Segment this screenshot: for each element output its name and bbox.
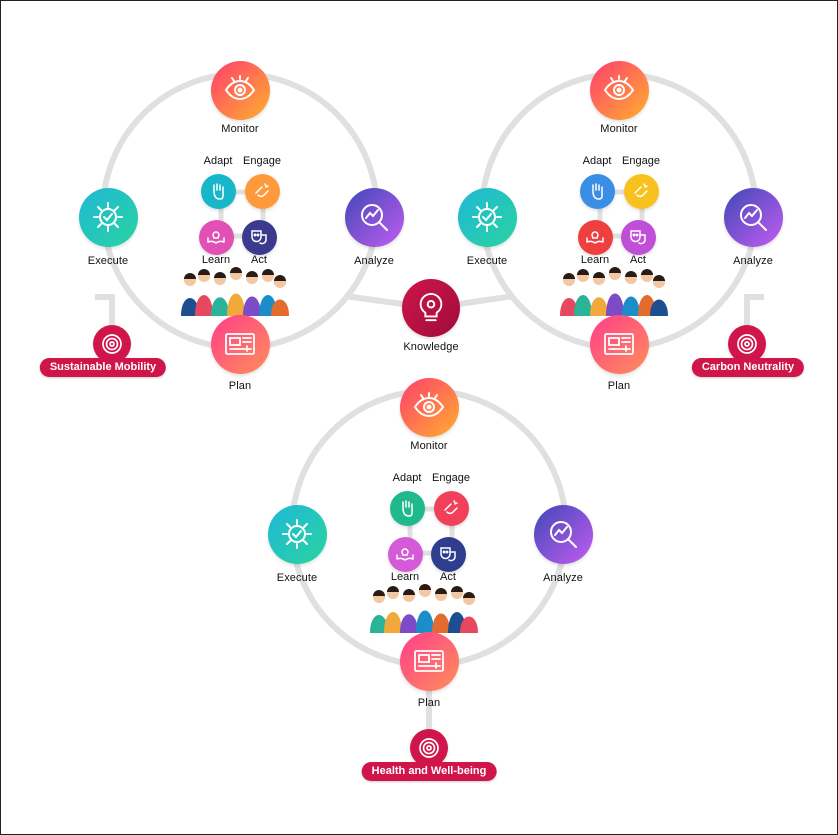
small-label-learn: Learn	[580, 254, 610, 266]
team-crowd-illustration	[181, 267, 289, 316]
gear-check-icon	[470, 200, 504, 234]
small-node-act	[241, 219, 277, 255]
small-label-act: Act	[630, 254, 646, 266]
eye-icon	[602, 73, 636, 107]
eye-icon	[412, 390, 446, 424]
execute-node	[267, 504, 327, 564]
small-label-act: Act	[251, 254, 267, 266]
small-node-act	[430, 536, 466, 572]
target-icon	[735, 332, 759, 356]
small-label-engage: Engage	[432, 472, 470, 484]
target-icon	[100, 332, 124, 356]
team-crowd-illustration	[560, 267, 668, 316]
small-label-learn: Learn	[201, 254, 231, 266]
goal-pill: Carbon Neutrality	[691, 358, 805, 377]
plan-label: Plan	[228, 380, 252, 392]
small-label-adapt: Adapt	[392, 472, 422, 484]
monitor-label: Monitor	[221, 123, 259, 135]
hand-icon	[208, 181, 228, 201]
blueprint-icon	[412, 644, 446, 678]
hand-icon	[587, 181, 607, 201]
goal-icon-node	[410, 729, 448, 767]
small-label-adapt: Adapt	[582, 155, 612, 167]
goal-icon-node	[93, 325, 131, 363]
execute-label: Execute	[466, 255, 508, 267]
gear-check-icon	[280, 517, 314, 551]
small-node-learn	[387, 536, 423, 572]
plan-node	[399, 631, 459, 691]
analyze-label: Analyze	[354, 255, 394, 267]
small-label-act: Act	[440, 571, 456, 583]
book-idea-icon	[206, 227, 226, 247]
execute-node	[78, 187, 138, 247]
monitor-label: Monitor	[600, 123, 638, 135]
gear-check-icon	[91, 200, 125, 234]
small-node-adapt	[200, 173, 236, 209]
analyze-node	[723, 187, 783, 247]
book-idea-icon	[585, 227, 605, 247]
analyze-label: Analyze	[543, 572, 583, 584]
plan-label: Plan	[607, 380, 631, 392]
plan-node	[210, 314, 270, 374]
theater-masks-icon	[438, 544, 458, 564]
blueprint-icon	[223, 327, 257, 361]
monitor-label: Monitor	[410, 440, 448, 452]
small-label-engage: Engage	[243, 155, 281, 167]
execute-label: Execute	[87, 255, 129, 267]
execute-node	[457, 187, 517, 247]
small-node-learn	[577, 219, 613, 255]
knowledge-label: Knowledge	[403, 341, 459, 353]
small-node-adapt	[389, 490, 425, 526]
hand-icon	[397, 498, 417, 518]
small-node-engage	[433, 490, 469, 526]
team-crowd-illustration	[370, 584, 478, 633]
goal-pill: Sustainable Mobility	[39, 358, 167, 377]
target-icon	[417, 736, 441, 760]
goal-pill: Health and Well-being	[361, 762, 497, 781]
small-node-engage	[244, 173, 280, 209]
blueprint-icon	[602, 327, 636, 361]
knowledge-node	[402, 279, 460, 337]
monitor-node	[399, 377, 459, 437]
analyze-node	[533, 504, 593, 564]
plan-node	[589, 314, 649, 374]
small-node-learn	[198, 219, 234, 255]
small-node-act	[620, 219, 656, 255]
magnifier-chart-icon	[736, 200, 770, 234]
eye-icon	[223, 73, 257, 107]
goal-icon-node	[728, 325, 766, 363]
small-label-learn: Learn	[390, 571, 420, 583]
theater-masks-icon	[249, 227, 269, 247]
lightbulb-gear-icon	[415, 292, 447, 324]
magnet-icon	[252, 181, 272, 201]
magnet-icon	[631, 181, 651, 201]
monitor-node	[210, 60, 270, 120]
analyze-node	[344, 187, 404, 247]
plan-label: Plan	[417, 697, 441, 709]
book-idea-icon	[395, 544, 415, 564]
analyze-label: Analyze	[733, 255, 773, 267]
small-node-adapt	[579, 173, 615, 209]
small-node-engage	[623, 173, 659, 209]
small-label-engage: Engage	[622, 155, 660, 167]
magnet-icon	[441, 498, 461, 518]
small-label-adapt: Adapt	[203, 155, 233, 167]
theater-masks-icon	[628, 227, 648, 247]
magnifier-chart-icon	[357, 200, 391, 234]
monitor-node	[589, 60, 649, 120]
magnifier-chart-icon	[546, 517, 580, 551]
execute-label: Execute	[276, 572, 318, 584]
